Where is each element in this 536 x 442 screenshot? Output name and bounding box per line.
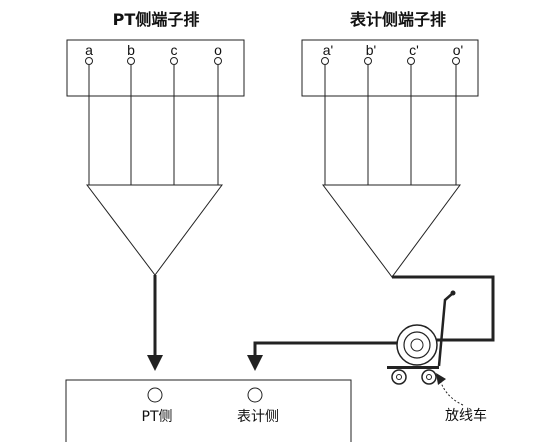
meter-side-label: 表计侧 [237,409,279,425]
right-block-title: 表计侧端子排 [349,10,446,29]
right-terminal-b [364,57,372,65]
cable-reel-cart [387,290,456,385]
right-terminal-a [321,57,329,65]
right-wires [324,65,457,185]
right-terminal-c [407,57,415,65]
cart-base [387,366,439,369]
reel-pointer-arrowhead [436,373,446,385]
left-cable-bundle [85,184,223,276]
left-wires [88,65,219,185]
left-terminal-b [127,57,135,65]
right-terminal-label-a: a' [323,42,333,58]
reel-outer [396,324,438,366]
cart-handle [437,292,454,367]
right-terminal-box [301,39,479,97]
meter-terminal [247,387,263,403]
right-terminal-label-o: o' [453,42,463,58]
cart-wheel-right [421,369,437,385]
cart-wheel-left [391,369,407,385]
left-terminal-box [66,39,245,97]
left-block-title: PT侧端子排 [113,10,200,29]
left-terminal-label-b: b [127,42,135,58]
bottom-panel [65,379,352,442]
pt-terminal [147,387,163,403]
reel-middle [403,331,431,359]
right-terminal-o [452,57,460,65]
meter-cable-lower [253,341,399,358]
pt-side-label: PT侧 [142,409,173,425]
meter-cable-upper [392,275,495,342]
left-terminal-label-a: a [85,42,93,58]
left-terminal-a [85,57,93,65]
right-terminal-label-b: b' [366,42,376,58]
left-terminal-label-c: c [171,42,178,58]
reel-label: 放线车 [445,407,487,424]
reel-hub [410,338,424,352]
pt-cable-arrow [147,355,163,371]
left-terminal-o [214,57,222,65]
right-cable-bundle [322,184,461,278]
reel-pointer-line [439,379,464,406]
left-terminal-label-o: o [214,42,222,58]
meter-cable-arrow [247,355,263,371]
right-terminal-label-c: c' [409,42,419,58]
left-terminal-c [170,57,178,65]
cart-handle-knob [450,290,456,296]
